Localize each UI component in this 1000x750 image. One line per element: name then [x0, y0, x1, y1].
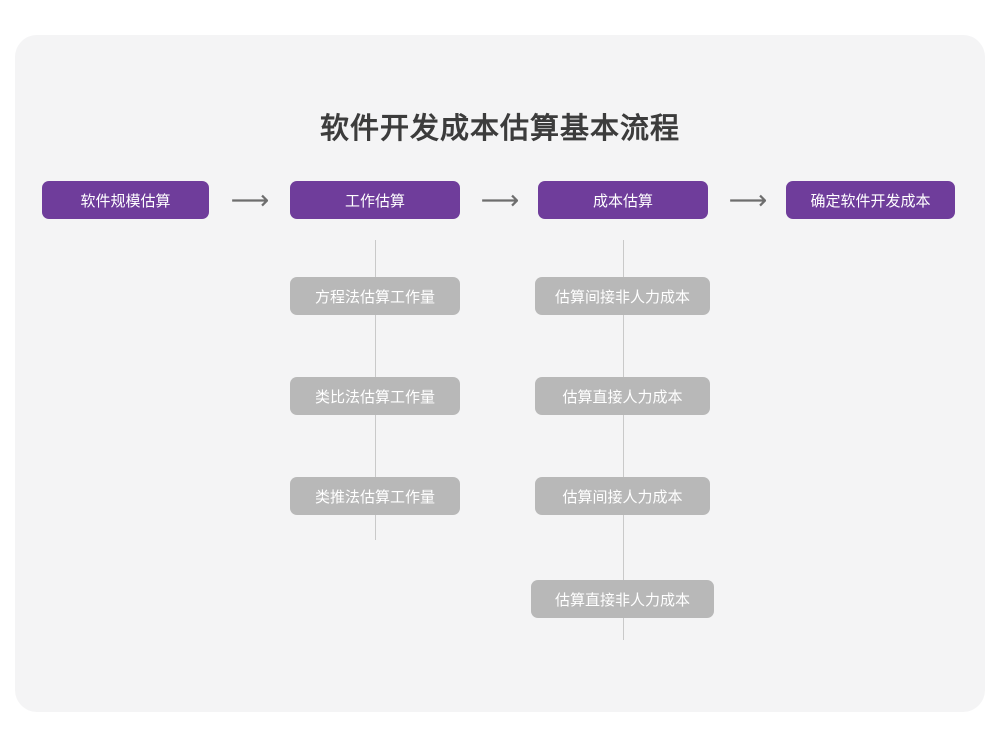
connector-line-branch-3	[622, 240, 624, 640]
sub-box-direct-labor-cost[interactable]: 估算直接人力成本	[535, 377, 710, 415]
stage-box-cost-estimation[interactable]: 成本估算	[538, 181, 708, 219]
sub-box-direct-nonlabor-cost[interactable]: 估算直接非人力成本	[531, 580, 714, 618]
flow-arrow-3-icon: ⟶	[728, 184, 768, 215]
diagram-card: 软件开发成本估算基本流程 软件规模估算 ⟶ 工作估算 ⟶ 成本估算 ⟶ 确定软件…	[15, 35, 985, 712]
sub-box-indirect-nonlabor-cost[interactable]: 估算间接非人力成本	[535, 277, 710, 315]
stage-box-work-estimation[interactable]: 工作估算	[290, 181, 460, 219]
flow-arrow-2-icon: ⟶	[480, 184, 520, 215]
sub-box-indirect-labor-cost[interactable]: 估算间接人力成本	[535, 477, 710, 515]
flow-arrow-1-icon: ⟶	[230, 184, 270, 215]
stage-box-software-size-estimation[interactable]: 软件规模估算	[42, 181, 209, 219]
page-title: 软件开发成本估算基本流程	[319, 113, 680, 146]
sub-box-analogy-method-workload[interactable]: 类比法估算工作量	[290, 377, 460, 415]
sub-box-inference-method-workload[interactable]: 类推法估算工作量	[290, 477, 460, 515]
sub-box-equation-method-workload[interactable]: 方程法估算工作量	[290, 277, 460, 315]
stage-box-determine-development-cost[interactable]: 确定软件开发成本	[786, 181, 955, 219]
